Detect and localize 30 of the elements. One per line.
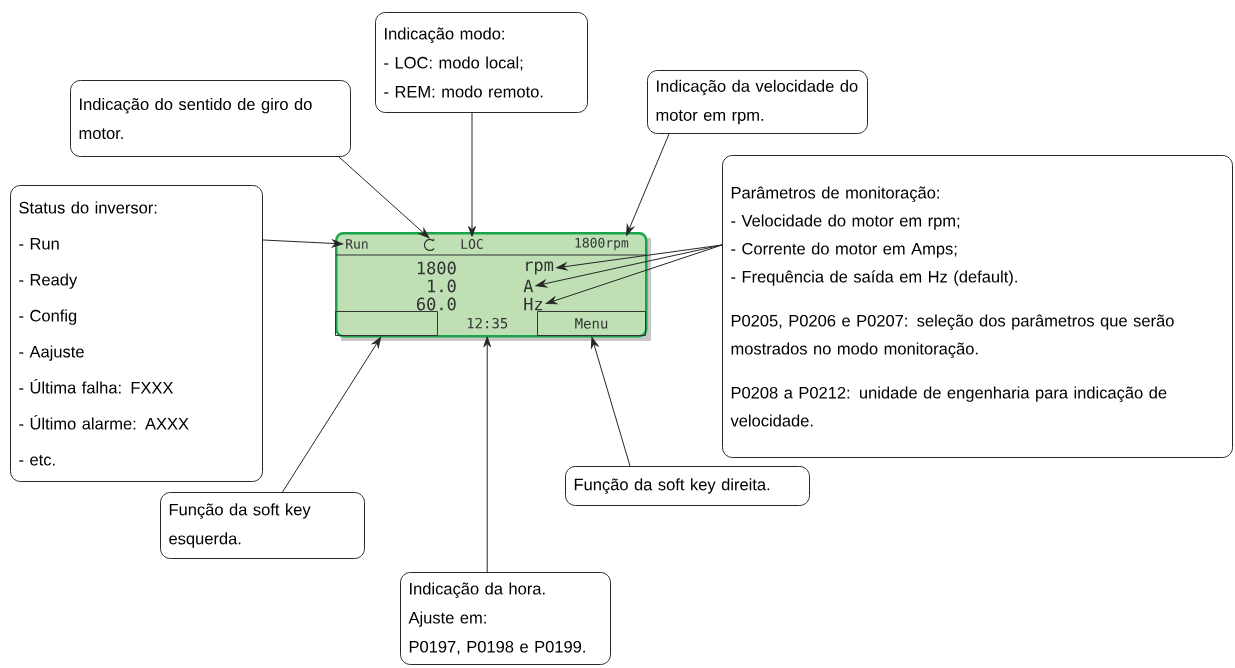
display-text: A [523, 279, 534, 293]
lcd-display [335, 232, 651, 341]
soft-key-box [335, 311, 438, 336]
display-text: rpm [526, 261, 554, 275]
callout-box: Indicação do sentido de giro do motor. [70, 80, 351, 157]
display-text: LOC [461, 239, 483, 249]
callout-box: Indicação da hora. Ajuste em: P0197, P0198 e P0199. [400, 572, 611, 665]
arrow [468, 112, 476, 237]
callout-box: Função da soft key esquerda. [160, 492, 365, 559]
arrow [626, 133, 670, 236]
rotation-icon [423, 238, 435, 252]
callout-box: Status do inversor: - Run - Ready - Config - Aajuste - Última falha: FXXX - Último alarme: AXXX - etc. [10, 185, 263, 482]
display-text: Run [346, 239, 368, 249]
arrow [338, 156, 430, 239]
display-value: 1.0 [428, 279, 456, 293]
display-text: 12:35 [467, 317, 508, 329]
callout-box: Indicação modo: - LOC: modo local; - REM: modo remoto. [375, 12, 588, 113]
display-text: 1800rpm [575, 237, 629, 251]
display-value: 60.0 [416, 297, 456, 311]
arrow [282, 336, 382, 493]
soft-key-box: Menu [537, 311, 646, 336]
callout-box: Indicação da velocidade do motor em rpm. [647, 70, 868, 134]
arrow [545, 244, 723, 305]
arrow [262, 239, 343, 248]
arrow [483, 336, 492, 573]
arrow [590, 336, 631, 467]
display-text: Hz [524, 297, 543, 311]
callout-box: Função da soft key direita. [565, 466, 810, 506]
callout-box: Parâmetros de monitoração: - Velocidade do motor em rpm; - Corrente do motor em Amps; - Frequência de saída em Hz (default). P0205, P0206 e P0207: seleção dos parâmetros que serão mostrados no modo monitoração. P0208 a P0212: unidade de engenharia para indicação de velocidade. [722, 155, 1233, 458]
display-value: 1800 [417, 261, 456, 275]
